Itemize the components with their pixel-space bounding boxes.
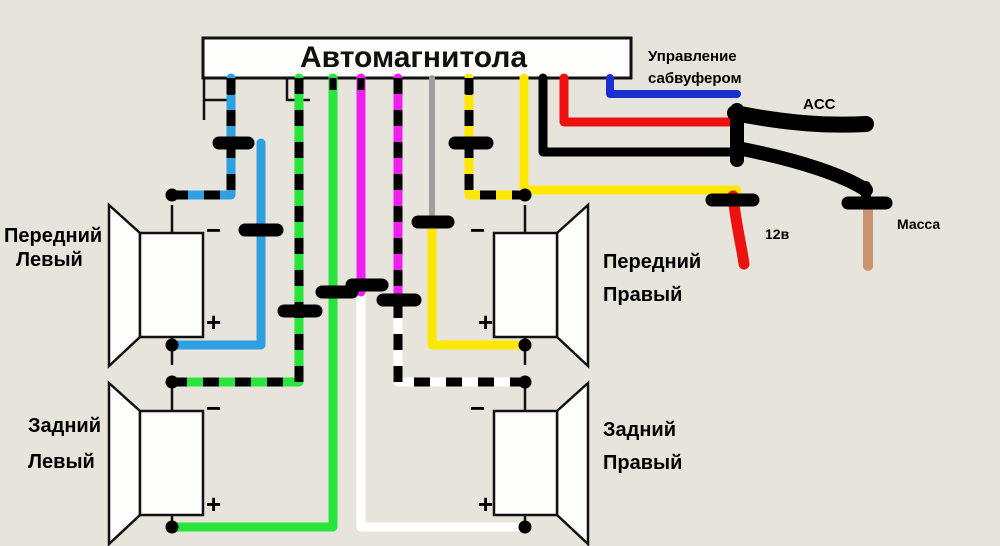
acc-label: ACC [803,96,836,113]
wire-front-left-minus [170,73,236,200]
polarity-front-right-minus: − [470,215,486,245]
head-unit-box [201,36,633,80]
head-unit-pins [227,78,473,95]
speaker-front-right [492,202,590,369]
speaker-label-front-right-line1: Передний [603,251,702,273]
twelve-volt-label: 12в [765,226,790,242]
head-unit-title: Автомагнитола [300,41,528,74]
front-left-minus-terminal [165,188,179,202]
speaker-label-rear-right-line2: Правый [603,452,683,474]
speaker-rear-right [492,380,590,546]
rear-right-plus-terminal [518,520,532,534]
polarity-rear-right-minus: − [470,393,486,423]
polarity-front-left-minus: − [206,215,222,245]
polarity-front-left-plus: + [206,307,222,337]
wire-front-right-minus [464,73,527,200]
front-right-plus-terminal [518,338,532,352]
polarity-rear-left-plus: + [206,489,222,519]
speaker-label-front-left-line1: Передний [4,225,103,247]
wire-red-from-unit [559,73,740,127]
speaker-rear-left [107,380,205,546]
wire-front-right-plus [427,217,527,350]
speaker-label-rear-left-line1: Задний [28,415,102,437]
speaker-label-front-left-line2: Левый [16,249,83,271]
wire-acc [727,105,874,133]
terminal-dots [165,188,532,534]
rear-left-minus-terminal [165,375,179,389]
wire-front-left-plus [170,138,266,350]
wire-rear-left-plus [170,73,338,532]
ground-label: Масса [897,216,941,232]
rear-right-minus-terminal [518,375,532,389]
speaker-label-rear-right-line1: Задний [603,419,677,441]
wire-subwoofer-control [606,74,741,98]
front-right-minus-terminal [518,188,532,202]
subwoofer-control-label-line2: сабвуфером [648,70,742,87]
polarity-rear-left-minus: − [206,393,222,423]
wire-black-ground-path [538,73,740,157]
wire-ground-black-branch [730,141,873,197]
rear-left-plus-terminal [165,520,179,534]
polarity-front-right-plus: + [478,307,494,337]
subwoofer-control-label-line1: Управление [648,48,737,65]
speaker-label-front-right-line2: Правый [603,284,683,306]
front-left-plus-terminal [165,338,179,352]
wire-rear-left-minus [170,73,304,387]
speaker-label-rear-left-line2: Левый [28,451,95,473]
polarity-rear-right-plus: + [478,489,494,519]
connector-bars [212,136,893,318]
